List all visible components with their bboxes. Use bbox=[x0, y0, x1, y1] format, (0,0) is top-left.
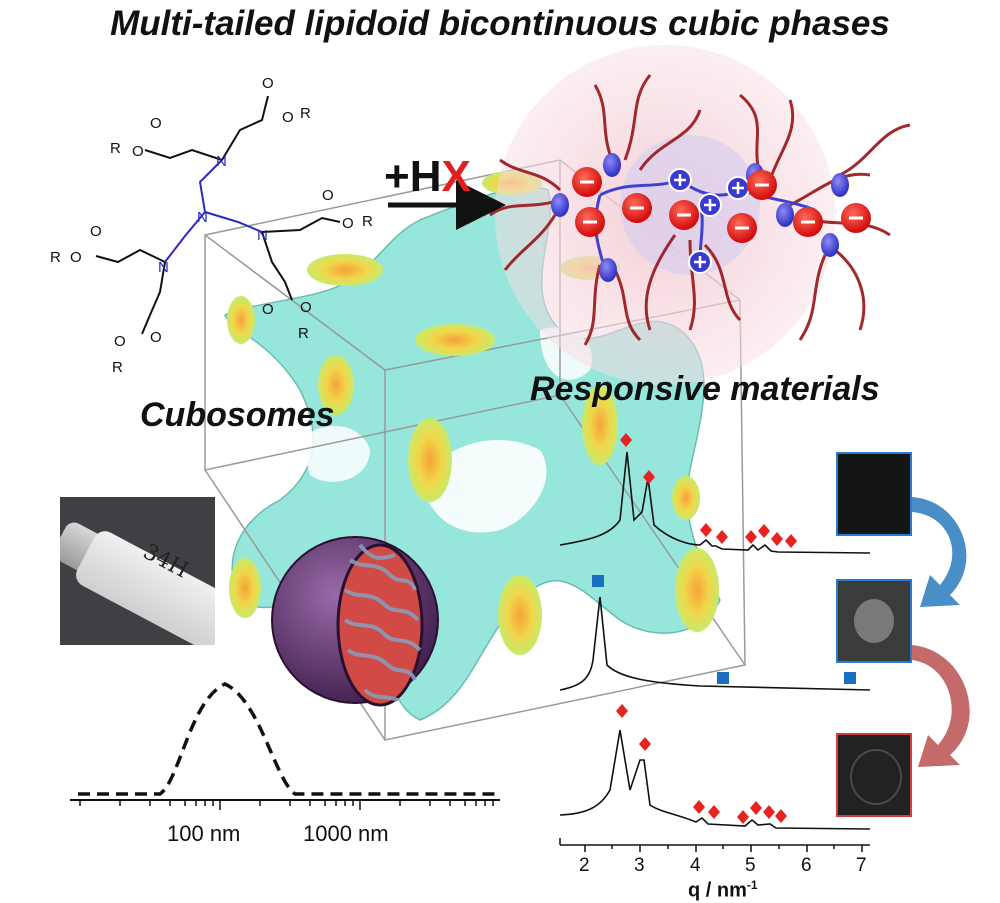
saxs-tick: 5 bbox=[745, 855, 756, 876]
saxs-tick: 4 bbox=[690, 855, 701, 876]
reagent-label: +HX bbox=[384, 152, 471, 201]
svg-text:N: N bbox=[257, 227, 268, 244]
svg-text:R: R bbox=[362, 213, 373, 230]
saxs-xlabel: q / nm-1 bbox=[688, 878, 758, 902]
cryo-tem-image-1 bbox=[836, 452, 912, 536]
svg-text:O: O bbox=[322, 187, 334, 204]
saxs-tick: 3 bbox=[634, 855, 645, 876]
saxs-axis bbox=[559, 838, 870, 852]
svg-text:O: O bbox=[114, 333, 126, 350]
saxs-tick: 6 bbox=[801, 855, 812, 876]
svg-text:O: O bbox=[262, 75, 274, 92]
saxs-plot bbox=[559, 451, 871, 830]
lipidoid-structure bbox=[95, 95, 341, 335]
cubosomes-label: Cubosomes bbox=[140, 396, 335, 434]
svg-text:N: N bbox=[216, 153, 227, 170]
svg-text:R: R bbox=[298, 325, 309, 342]
cubosome-sphere bbox=[271, 536, 439, 707]
transition-arrows bbox=[912, 497, 970, 767]
saxs-red-markers bbox=[616, 433, 797, 824]
svg-text:R: R bbox=[50, 249, 61, 266]
svg-text:O: O bbox=[150, 115, 162, 132]
saxs-tick: 7 bbox=[856, 855, 867, 876]
svg-text:R: R bbox=[112, 359, 123, 376]
svg-text:O: O bbox=[150, 329, 162, 346]
svg-text:R: R bbox=[300, 105, 311, 122]
svg-text:O: O bbox=[342, 215, 354, 232]
svg-text:O: O bbox=[132, 143, 144, 160]
svg-text:R: R bbox=[110, 140, 121, 157]
svg-text:O: O bbox=[70, 249, 82, 266]
svg-text:O: O bbox=[262, 301, 274, 318]
cryo-tem-image-3 bbox=[836, 733, 912, 817]
dls-tick-1000: 1000 nm bbox=[303, 821, 389, 846]
svg-text:N: N bbox=[158, 259, 169, 276]
dls-plot bbox=[70, 682, 500, 810]
saxs-tick: 2 bbox=[579, 855, 590, 876]
saxs-blue-markers bbox=[592, 575, 856, 684]
dls-tick-100: 100 nm bbox=[167, 821, 241, 846]
vial-photo: 34H bbox=[60, 497, 215, 645]
svg-text:O: O bbox=[282, 109, 294, 126]
page-title: Multi-tailed lipidoid bicontinuous cubic… bbox=[110, 4, 890, 43]
svg-text:O: O bbox=[90, 223, 102, 240]
svg-text:O: O bbox=[300, 299, 312, 316]
lipidoid-micelle bbox=[489, 45, 911, 385]
svg-text:N: N bbox=[197, 209, 208, 226]
cryo-tem-image-2 bbox=[836, 579, 912, 663]
responsive-materials-label: Responsive materials bbox=[530, 370, 880, 408]
